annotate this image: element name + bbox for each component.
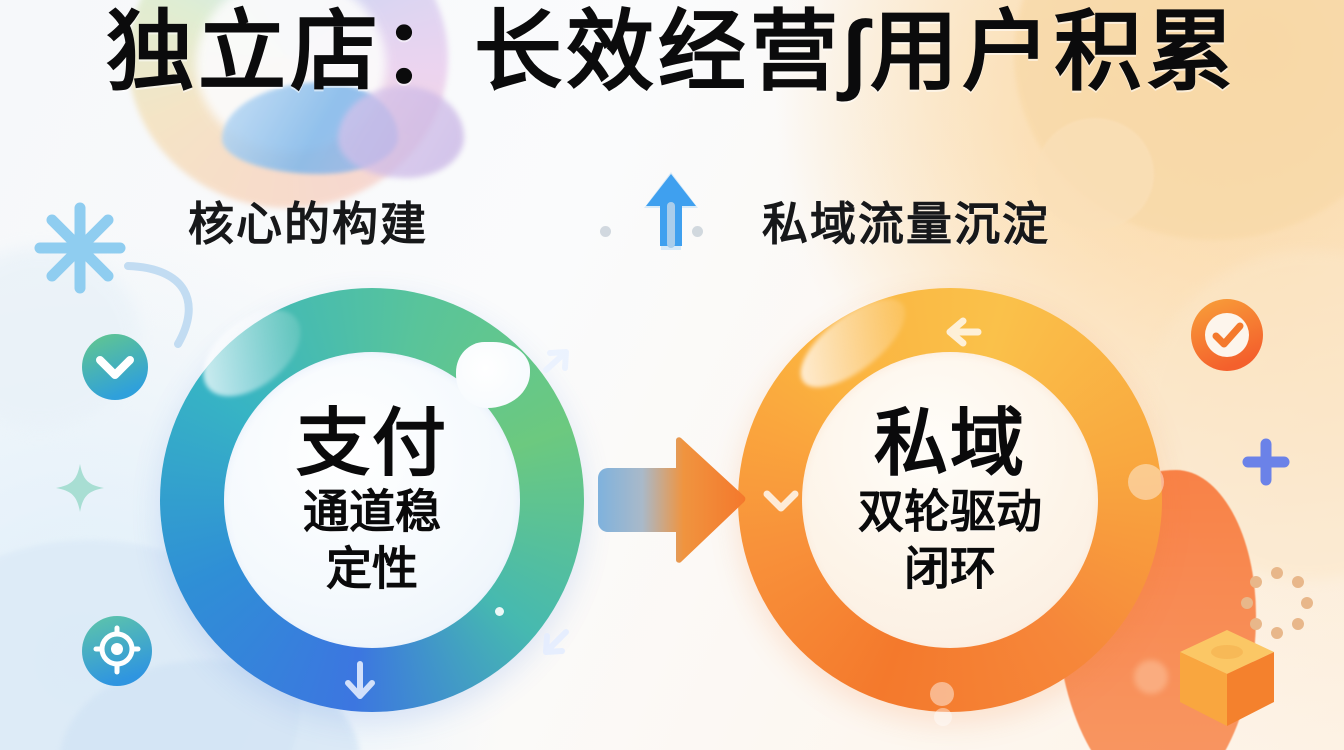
asterisk-icon	[28, 196, 132, 305]
left-ring-arrow-up-right-glyph	[536, 340, 582, 391]
right-concept-ring: 私域 双轮驱动 闭环	[738, 282, 1164, 726]
cube-icon	[1172, 622, 1282, 739]
left-circle-detail-line2: 定性	[326, 542, 418, 595]
left-ring-notch	[456, 342, 530, 408]
right-ring-bottom-knob-b	[934, 708, 952, 726]
page-title: 独立店：长效经营∫用户积累	[0, 4, 1344, 99]
left-ring-arrow-left-down-glyph	[530, 618, 584, 677]
left-ring-dot	[495, 607, 504, 616]
curve-line-icon	[120, 256, 216, 367]
left-circle-content: 支付 通道稳 定性	[160, 401, 584, 595]
sparkle-icon	[50, 458, 110, 523]
chevron-down-badge-icon	[78, 330, 152, 409]
transition-arrow-icon	[592, 432, 750, 573]
left-section-subtitle: 核心的构建	[188, 198, 428, 250]
right-ring-arrow-left-glyph	[936, 304, 992, 365]
check-circle-icon	[1186, 294, 1268, 381]
decor-dot-right	[692, 226, 703, 237]
left-circle-headline: 支付	[296, 401, 448, 485]
right-circle-content: 私域 双轮驱动 闭环	[738, 401, 1162, 595]
right-circle-headline: 私域	[874, 401, 1026, 485]
right-ring-bottom-knob-a	[930, 682, 954, 706]
right-ring-chevron-down-glyph	[754, 474, 808, 533]
right-section-subtitle: 私域流量沉淀	[762, 198, 1050, 250]
decor-dot-left	[600, 226, 611, 237]
growth-arrow-icon	[632, 162, 710, 259]
right-ring-inner	[802, 352, 1098, 648]
right-circle-detail-line2: 闭环	[904, 542, 996, 595]
page-title-text: 独立店：长效经营∫用户积累	[105, 2, 1239, 101]
gear-badge-icon	[78, 612, 156, 695]
right-circle-detail-line1: 双轮驱动	[858, 486, 1042, 539]
left-concept-ring: 支付 通道稳 定性	[160, 288, 584, 712]
left-circle-detail-line1: 通道稳	[303, 486, 441, 539]
left-ring-arrow-down-glyph	[332, 656, 388, 717]
plus-icon	[1238, 434, 1294, 495]
peach-blob-small	[1036, 118, 1154, 230]
